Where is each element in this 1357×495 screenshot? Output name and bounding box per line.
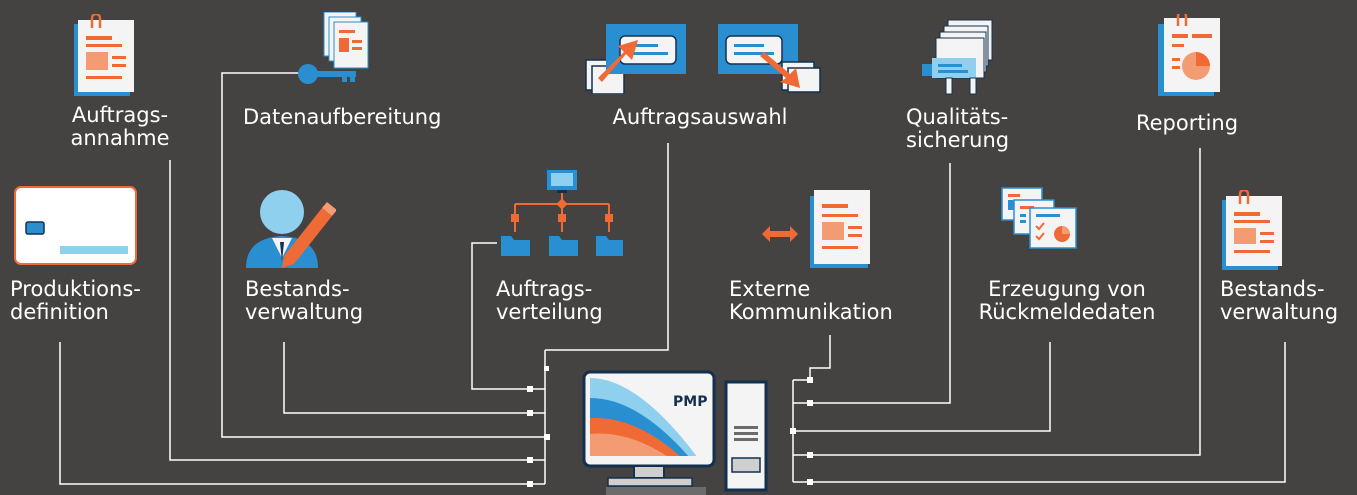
label-line-2: sicherung <box>906 128 1010 152</box>
connector-qualitaetssicherung <box>793 163 951 404</box>
connector-bestandsverwaltung-left <box>283 342 545 414</box>
label-line-2: Kommunikation <box>729 300 893 324</box>
label-line-1: Auftrags- <box>496 277 593 301</box>
connector-auftragsauswahl <box>545 143 669 351</box>
report-chart-icon <box>1158 14 1220 96</box>
label-externe-kommunikation: Externe Kommunikation <box>729 278 893 324</box>
label-line-1: Auftrags- <box>71 103 169 127</box>
hierarchy-icon <box>501 170 623 256</box>
connector-auftragsannahme <box>169 160 545 461</box>
label-line-1: Produktions- <box>10 277 141 301</box>
card-icon <box>14 186 137 265</box>
connector-reporting <box>793 148 1201 456</box>
label-auftragsauswahl: Auftragsauswahl <box>612 105 788 129</box>
label-line-1: Erzeugung von <box>988 277 1146 301</box>
label-line-2: Rückmeldedaten <box>978 300 1156 324</box>
document-icon <box>74 14 134 96</box>
connector-auftragsverteilung <box>471 242 545 390</box>
label-line-1: Bestands- <box>245 277 350 301</box>
label-line-2: definition <box>10 300 109 324</box>
label-line-2: annahme <box>70 126 170 150</box>
label-line-1: Bestands- <box>1220 277 1325 301</box>
label-line-1: Qualitäts- <box>906 105 1009 129</box>
pmp-logo-text: PMP <box>673 394 707 410</box>
label-produktionsdefinition: Produktions- definition <box>10 278 141 324</box>
label-reporting: Reporting <box>1135 111 1239 135</box>
label-line-1: Externe <box>729 277 811 301</box>
label-line-2: verteilung <box>496 300 603 324</box>
label-rueckmeldedaten: Erzeugung von Rückmeldedaten <box>962 278 1172 324</box>
label-bestandsverwaltung-left: Bestands- verwaltung <box>245 278 363 324</box>
user-pen-icon <box>246 190 336 268</box>
transfer-out-icon <box>718 24 821 93</box>
label-auftragsverteilung: Auftrags- verteilung <box>496 278 603 324</box>
label-auftragsannahme: Auftrags- annahme <box>50 104 190 150</box>
connector-rueckmeldedaten <box>793 342 1051 432</box>
key-document-icon <box>298 12 369 84</box>
server-document-icon <box>922 19 993 95</box>
transfer-in-icon <box>585 24 686 94</box>
label-line-2: verwaltung <box>245 300 364 324</box>
label-qualitaetssicherung: Qualitäts- sicherung <box>906 106 1009 152</box>
pmp-computer-icon: PMP <box>582 370 768 495</box>
exchange-document-icon <box>762 190 870 268</box>
label-line-2: verwaltung <box>1220 300 1339 324</box>
label-bestandsverwaltung-right: Bestands- verwaltung <box>1220 278 1338 324</box>
connector-externe-kommunikation <box>809 335 831 380</box>
document-icon <box>1222 190 1282 270</box>
connector-produktionsdefinition <box>59 342 545 485</box>
multi-document-icon <box>1001 187 1077 249</box>
connector-datenaufbereitung <box>221 72 545 438</box>
label-datenaufbereitung: Datenaufbereitung <box>243 105 442 129</box>
connector-dots <box>527 366 813 487</box>
connector-bestandsverwaltung-right <box>793 342 1286 483</box>
